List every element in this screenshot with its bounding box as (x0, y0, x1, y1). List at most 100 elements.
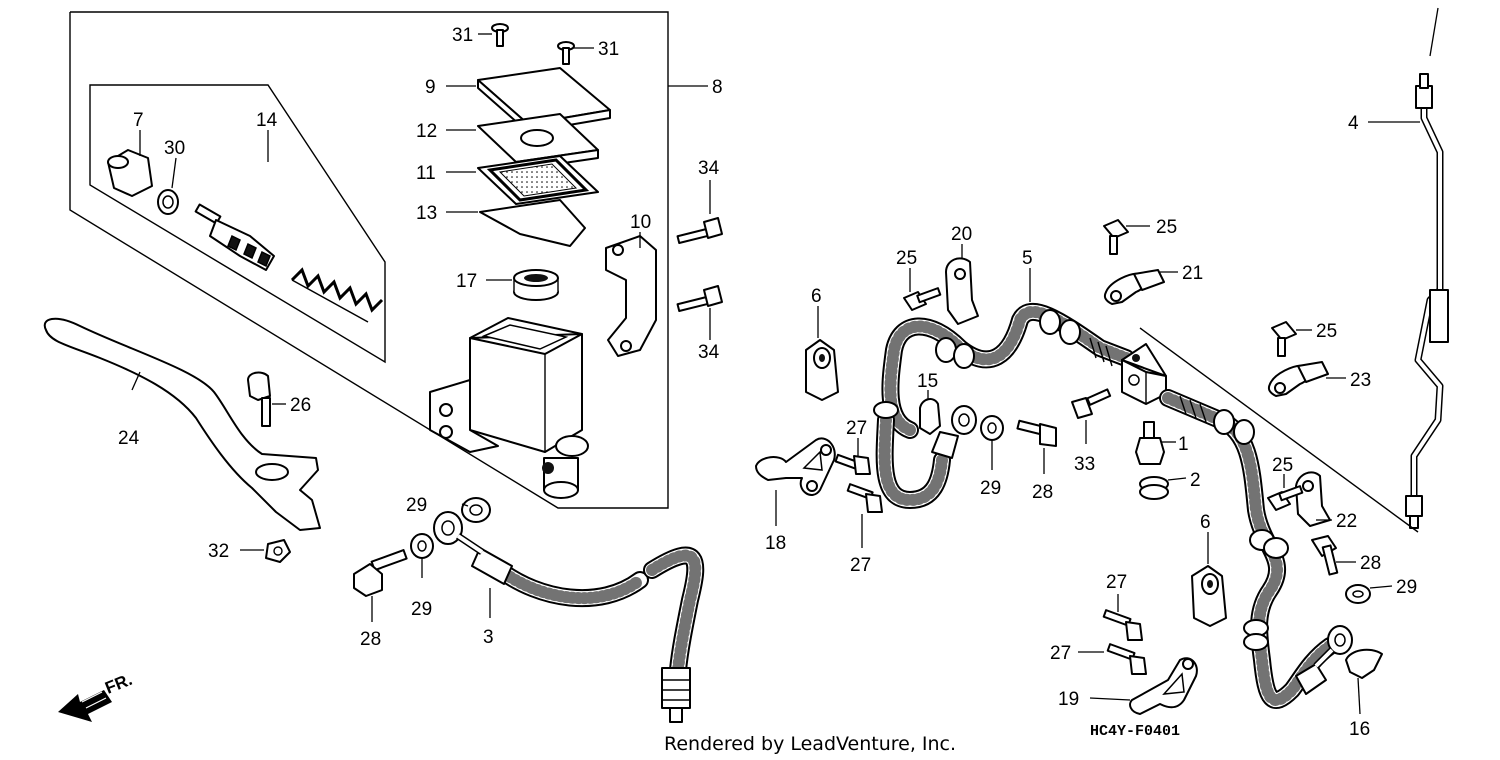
callout-18: 18 (765, 533, 786, 554)
spring-14 (290, 267, 384, 323)
callout-34a: 34 (698, 158, 720, 179)
direction-label: FR. (102, 670, 135, 698)
callout-27a: 27 (846, 418, 867, 439)
bolt-25b (1103, 219, 1150, 255)
callout-31b: 31 (598, 39, 619, 60)
bolt-25c (1271, 321, 1312, 357)
oil-bolt-28b (1016, 419, 1057, 474)
circlip-30 (157, 157, 179, 215)
callout-29c: 29 (980, 478, 1001, 499)
oil-bolt-28c (1311, 535, 1356, 576)
front-direction-arrow-icon (58, 690, 112, 722)
callout-3: 3 (483, 627, 494, 648)
float-13 (446, 199, 586, 247)
callout-28a: 28 (360, 629, 381, 650)
callout-16: 16 (1349, 719, 1370, 740)
callout-26: 26 (290, 395, 311, 416)
clamp-20 (945, 244, 979, 325)
callout-25b: 25 (1156, 217, 1177, 238)
callout-22: 22 (1336, 511, 1357, 532)
callout-23: 23 (1350, 370, 1371, 391)
callout-11: 11 (416, 163, 436, 184)
bolt-33 (1071, 388, 1112, 444)
washer-29d (1345, 584, 1393, 604)
diaphragm-11 (446, 155, 599, 205)
clip-6b (1191, 532, 1227, 627)
clamp-21 (1103, 269, 1178, 305)
brake-hose-lower (1159, 389, 1353, 709)
boot-7 (107, 130, 153, 197)
bolt-27b (846, 483, 883, 548)
callout-27c: 27 (1106, 572, 1127, 593)
callout-15: 15 (917, 371, 938, 392)
callout-6a: 6 (811, 286, 822, 307)
bleeder-1 (1135, 421, 1176, 465)
assembly-outline-right (1139, 327, 1419, 533)
callout-8: 8 (712, 77, 723, 98)
bleeder-cap-2 (1139, 476, 1187, 500)
callout-7: 7 (133, 110, 144, 131)
clamp-23 (1267, 361, 1346, 397)
master-cylinder-body (429, 317, 589, 499)
screw-31a (478, 23, 509, 47)
callout-5: 5 (1022, 248, 1033, 269)
callout-10: 10 (630, 212, 651, 233)
brake-lever-24 (43, 317, 321, 531)
three-way-joint (1121, 343, 1167, 405)
clamp-22 (1295, 471, 1332, 527)
boot-17 (486, 269, 559, 301)
callout-31a: 31 (452, 25, 473, 46)
brake-pipe-4 (1368, 7, 1449, 529)
callout-33: 33 (1074, 454, 1095, 475)
bolt-34b (676, 285, 723, 340)
callout-14: 14 (256, 110, 278, 131)
pivot-bolt-26 (247, 371, 286, 427)
callout-1: 1 (1178, 434, 1189, 455)
callout-30: 30 (164, 138, 185, 159)
washer-29c (980, 415, 1004, 470)
diagram-code: HC4Y-F0401 (1090, 723, 1180, 740)
callout-29d: 29 (1396, 577, 1417, 598)
credit-text: Rendered by LeadVenture, Inc. (664, 733, 956, 755)
washer-29a (461, 497, 491, 523)
clip-15 (919, 390, 941, 435)
callout-2: 2 (1190, 470, 1201, 491)
holder-10 (605, 232, 657, 357)
clip-16 (1345, 648, 1383, 715)
callout-labels: 1 2 3 4 5 6 6 7 8 9 10 11 12 13 14 15 16… (118, 25, 1417, 740)
callout-25a: 25 (896, 248, 917, 269)
callout-27b: 27 (850, 555, 871, 576)
callout-24: 24 (118, 428, 140, 449)
assembly-outline-8 (69, 11, 708, 509)
callout-20: 20 (951, 224, 972, 245)
callout-34b: 34 (698, 342, 720, 363)
bolt-34a (676, 180, 723, 245)
callout-25d: 25 (1272, 455, 1293, 476)
bolt-27a (834, 438, 871, 475)
callout-4: 4 (1348, 113, 1359, 134)
bolt-27c (1102, 594, 1143, 641)
bolt-27d (1078, 643, 1147, 675)
bracket-18 (755, 437, 836, 526)
bolt-25a (903, 268, 942, 311)
brake-hose-3 (433, 511, 705, 723)
callout-6b: 6 (1200, 512, 1211, 533)
bolt-25d (1267, 474, 1304, 511)
oil-bolt-28a (353, 549, 408, 622)
callout-28c: 28 (1360, 553, 1381, 574)
clip-6a (805, 306, 839, 401)
piston-14 (194, 203, 275, 271)
assembly-outline-14 (89, 84, 386, 364)
callout-28b: 28 (1032, 482, 1053, 503)
callout-12: 12 (416, 121, 437, 142)
brake-hose-5 (873, 268, 1135, 509)
callout-19: 19 (1058, 689, 1079, 710)
callout-13: 13 (416, 203, 437, 224)
bracket-19 (1089, 657, 1198, 715)
nut-32 (240, 539, 291, 563)
callout-17: 17 (456, 271, 477, 292)
callout-29b: 29 (411, 599, 432, 620)
callout-25c: 25 (1316, 321, 1337, 342)
callout-32: 32 (208, 541, 229, 562)
